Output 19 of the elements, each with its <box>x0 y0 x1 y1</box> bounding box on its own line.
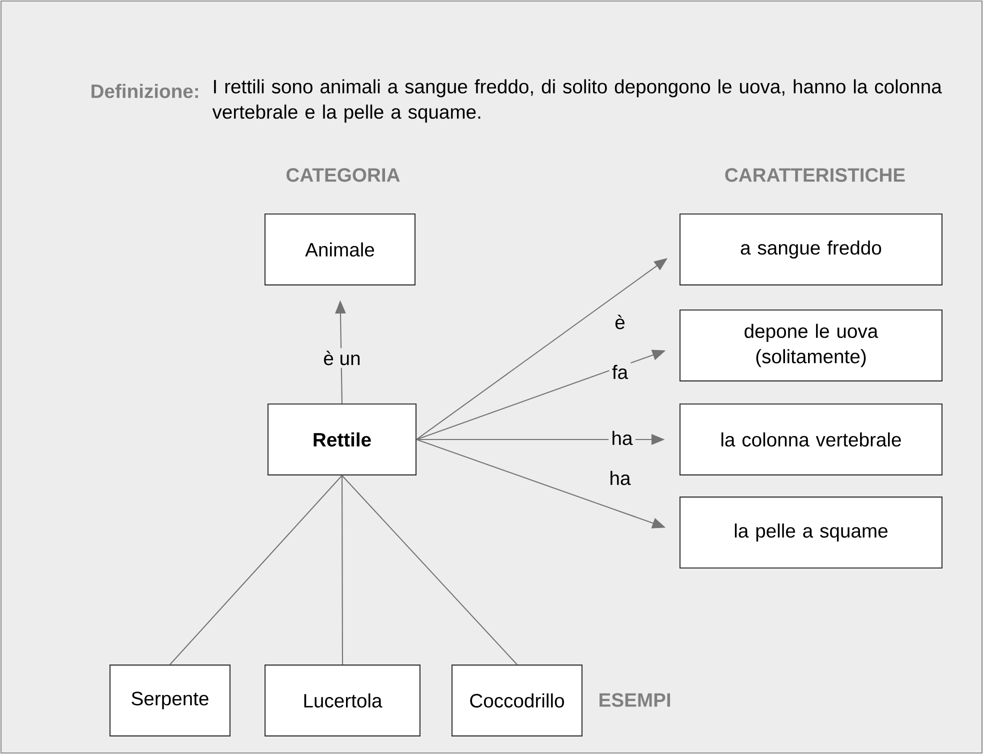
concept-box: depone le uova (solitamente) <box>679 310 943 382</box>
edge-label: fa <box>609 362 631 382</box>
concept-box: Rettile <box>267 404 417 476</box>
group-heading: ESEMPI <box>600 693 670 707</box>
edge-label: è <box>612 312 628 332</box>
concept-box: la pelle a squame <box>679 496 943 568</box>
column-heading: CATEGORIA <box>286 168 400 182</box>
concept-box: Coccodrillo <box>451 664 583 736</box>
concept-box: Animale <box>264 214 416 286</box>
edge-label: ha <box>606 468 634 488</box>
column-heading: CARATTERISTICHE <box>725 168 905 182</box>
edge-label: è un <box>320 348 364 368</box>
concept-box: a sangue freddo <box>679 214 943 286</box>
defn-term: Definizione: <box>92 84 198 98</box>
concept-box: la colonna vertebrale <box>679 404 943 476</box>
edge-label: ha <box>608 428 636 448</box>
concept-box: Serpente <box>109 664 231 736</box>
definition-text: I rettili sono animali a sangue freddo, di solito depongono le uova, hanno la colonna vertebrale e la pelle a squame. <box>212 79 942 123</box>
concept-box: Lucertola <box>264 664 421 736</box>
